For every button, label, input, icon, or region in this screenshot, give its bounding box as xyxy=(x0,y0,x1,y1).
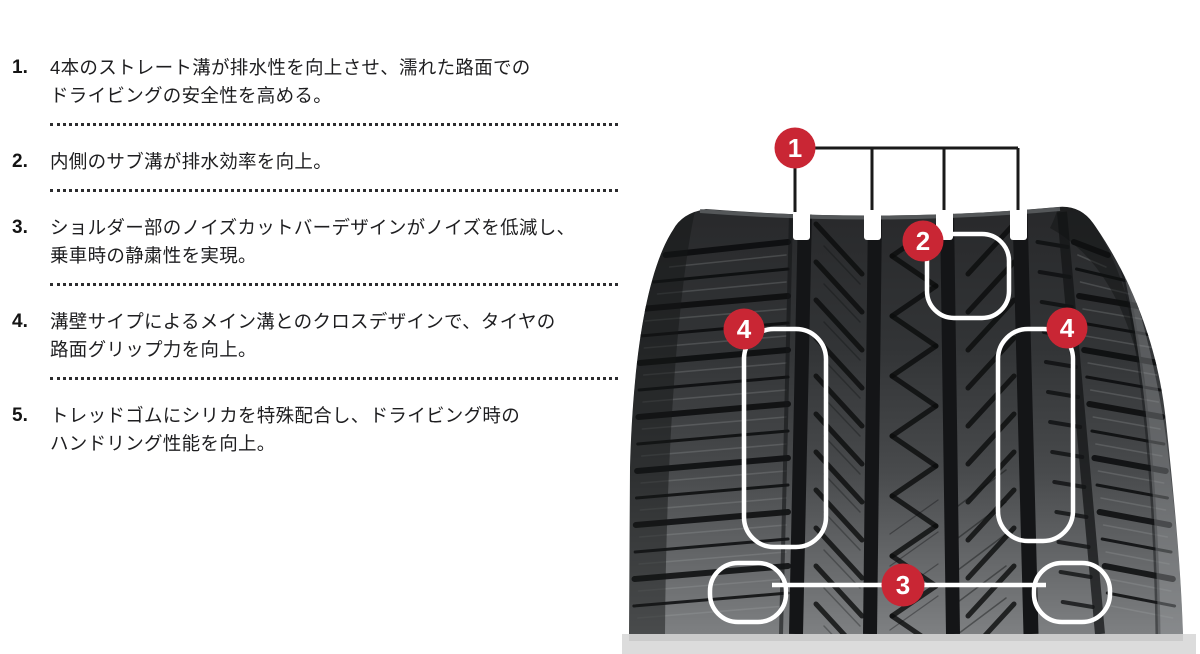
feature-item: 4. 溝壁サイプによるメイン溝とのクロスデザインで、タイヤの 路面グリップ力を向… xyxy=(12,308,618,380)
feature-number: 5. xyxy=(12,405,28,426)
feature-row: 1. 4本のストレート溝が排水性を向上させ、濡れた路面での ドライビングの安全性… xyxy=(12,54,618,110)
feature-item: 1. 4本のストレート溝が排水性を向上させ、濡れた路面での ドライビングの安全性… xyxy=(12,54,618,126)
dotted-separator xyxy=(50,377,618,380)
svg-text:4: 4 xyxy=(737,314,752,344)
svg-text:1: 1 xyxy=(788,133,802,163)
dotted-separator xyxy=(50,123,618,126)
feature-row: 5. トレッドゴムにシリカを特殊配合し、ドライビング時の ハンドリング性能を向上… xyxy=(12,402,618,458)
feature-number: 4. xyxy=(12,311,28,332)
callout-frame-4-left xyxy=(741,326,829,550)
feature-text: 内側のサブ溝が排水効率を向上。 xyxy=(50,151,333,172)
feature-text: 溝壁サイプによるメイン溝とのクロスデザインで、タイヤの 路面グリップ力を向上。 xyxy=(50,311,556,360)
badge-2: 2 xyxy=(902,220,944,262)
dotted-separator xyxy=(50,189,618,192)
feature-number: 1. xyxy=(12,57,28,78)
feature-list: 1. 4本のストレート溝が排水性を向上させ、濡れた路面での ドライビングの安全性… xyxy=(12,54,618,458)
feature-text: トレッドゴムにシリカを特殊配合し、ドライビング時の ハンドリング性能を向上。 xyxy=(50,405,521,454)
feature-number: 2. xyxy=(12,151,28,172)
callout-frame-4-right xyxy=(995,326,1076,544)
feature-text: ショルダー部のノイズカットバーデザインがノイズを低減し、 乗車時の静粛性を実現。 xyxy=(50,217,576,266)
tread-grooves xyxy=(779,211,1161,635)
svg-text:2: 2 xyxy=(916,226,930,256)
svg-text:3: 3 xyxy=(896,570,910,600)
feature-item: 2. 内側のサブ溝が排水効率を向上。 xyxy=(12,148,618,192)
sidewall-shading xyxy=(629,206,1183,634)
badge-3: 3 xyxy=(881,563,925,607)
tire-body xyxy=(629,206,1183,635)
callout-oval-3-right xyxy=(1031,560,1113,625)
badge-4-right: 4 xyxy=(1046,307,1088,349)
dotted-separator xyxy=(50,283,618,286)
callout-connector-1 xyxy=(793,146,1020,212)
feature-item: 3. ショルダー部のノイズカットバーデザインがノイズを低減し、 乗車時の静粛性を… xyxy=(12,214,618,286)
ground-shadow xyxy=(622,634,1196,654)
feature-item: 5. トレッドゴムにシリカを特殊配合し、ドライビング時の ハンドリング性能を向上… xyxy=(12,402,618,458)
feature-row: 4. 溝壁サイプによるメイン溝とのクロスデザインで、タイヤの 路面グリップ力を向… xyxy=(12,308,618,364)
feature-text: 4本のストレート溝が排水性を向上させ、濡れた路面での ドライビングの安全性を高め… xyxy=(50,57,531,106)
callout-oval-3-left xyxy=(707,560,789,625)
callout-frame-2 xyxy=(924,231,1012,321)
feature-row: 2. 内側のサブ溝が排水効率を向上。 xyxy=(12,148,618,176)
badge-1: 1 xyxy=(774,127,816,169)
badge-4-left: 4 xyxy=(723,308,765,350)
svg-text:4: 4 xyxy=(1060,313,1075,343)
feature-number: 3. xyxy=(12,217,28,238)
feature-row: 3. ショルダー部のノイズカットバーデザインがノイズを低減し、 乗車時の静粛性を… xyxy=(12,214,618,270)
groove-notches xyxy=(793,204,1027,240)
